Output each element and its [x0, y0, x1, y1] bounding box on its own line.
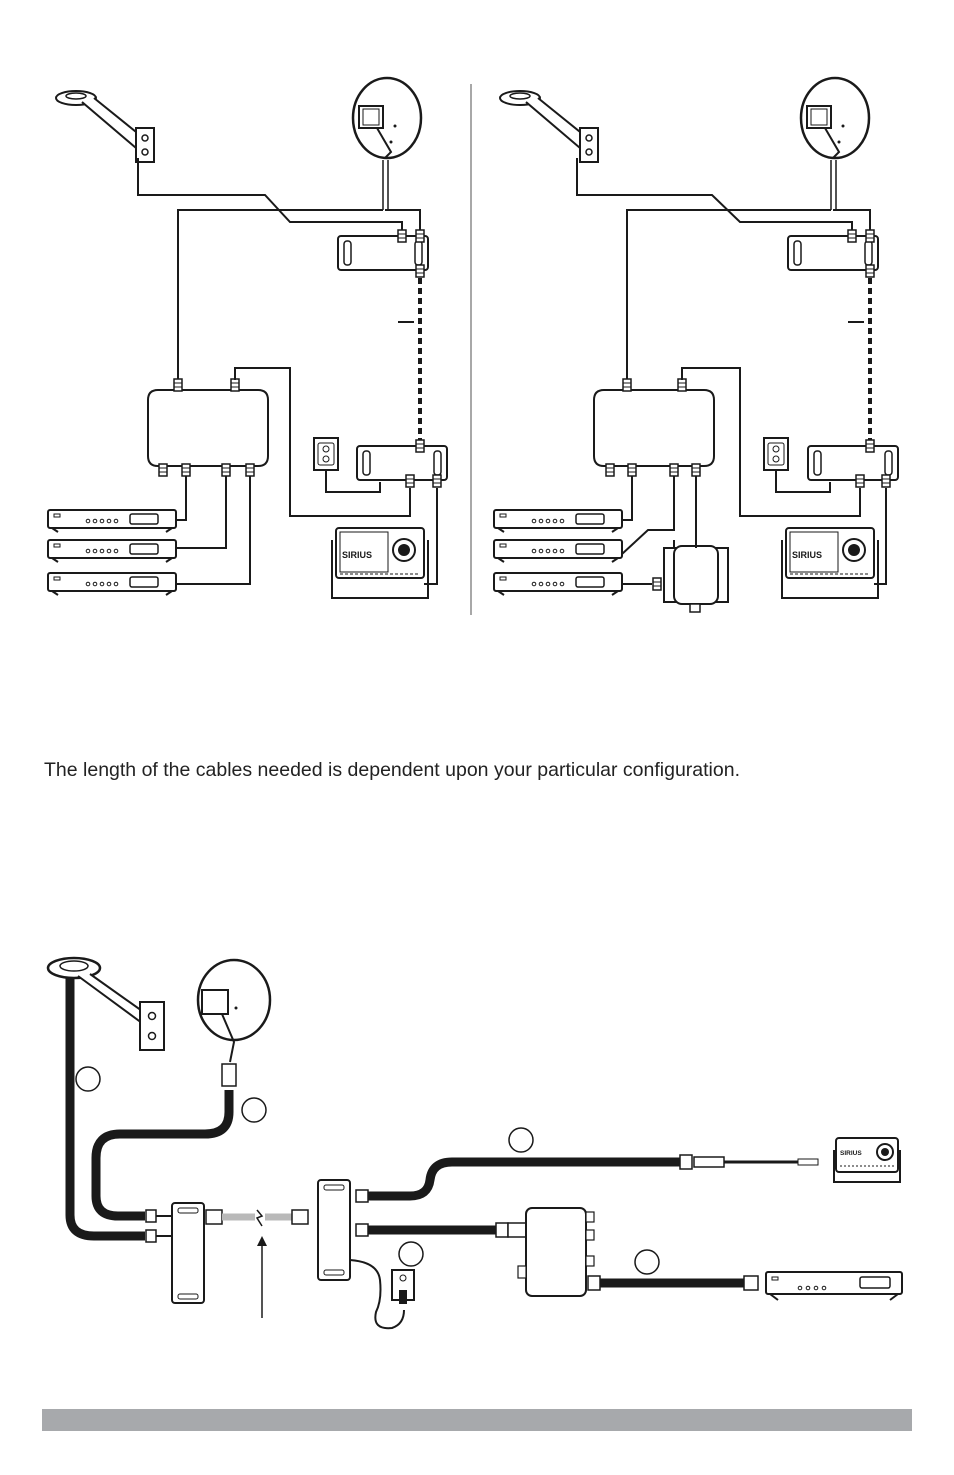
- top-right-diagram: SIRIUS: [493, 76, 899, 613]
- satellite-dish-icon: [196, 958, 272, 1063]
- diplexer-icon: [787, 235, 879, 271]
- receiver-icon: [765, 1271, 903, 1301]
- outlet-icon: [313, 437, 339, 471]
- diplexer-icon: [145, 1202, 223, 1304]
- multiswitch-icon: [147, 389, 269, 467]
- callout-circle: [398, 1241, 424, 1267]
- sirius-radio-icon: [331, 527, 429, 599]
- diplexer-icon: [291, 1179, 369, 1281]
- satellite-dish-icon: [351, 76, 423, 160]
- top-left-diagram: SIRIUS: [47, 76, 448, 599]
- antenna-icon: [55, 90, 155, 163]
- outlet-icon: [391, 1269, 415, 1304]
- receiver-icon: [47, 572, 177, 596]
- sirius-radio-icon: [833, 1137, 901, 1183]
- radio-brand-label: SIRIUS: [792, 550, 822, 560]
- receiver-icon: [493, 509, 623, 533]
- diplexer-icon: [337, 235, 429, 271]
- antenna-icon: [46, 956, 165, 1051]
- callout-circle: [508, 1127, 534, 1153]
- callout-circle: [241, 1097, 267, 1123]
- radio-brand-label: SIRIUS: [342, 550, 372, 560]
- instruction-text: The length of the cables needed is depen…: [44, 759, 740, 781]
- callout-circle: [634, 1249, 660, 1275]
- receiver-icon: [493, 572, 623, 596]
- outlet-icon: [763, 437, 789, 471]
- callout-circle: [75, 1066, 101, 1092]
- receiver-icon: [47, 539, 177, 563]
- multiswitch-icon: [593, 389, 715, 467]
- multiswitch-icon: [517, 1207, 595, 1297]
- bottom-diagram: SIRIUS: [46, 956, 903, 1330]
- radio-brand-label: SIRIUS: [840, 1150, 862, 1157]
- footer-bar: [42, 1409, 912, 1431]
- receiver-icon: [493, 539, 623, 563]
- sirius-radio-icon: [781, 527, 879, 599]
- satellite-dish-icon: [799, 76, 871, 160]
- antenna-icon: [499, 90, 599, 163]
- power-inserter-icon: [652, 540, 729, 613]
- receiver-icon: [47, 509, 177, 533]
